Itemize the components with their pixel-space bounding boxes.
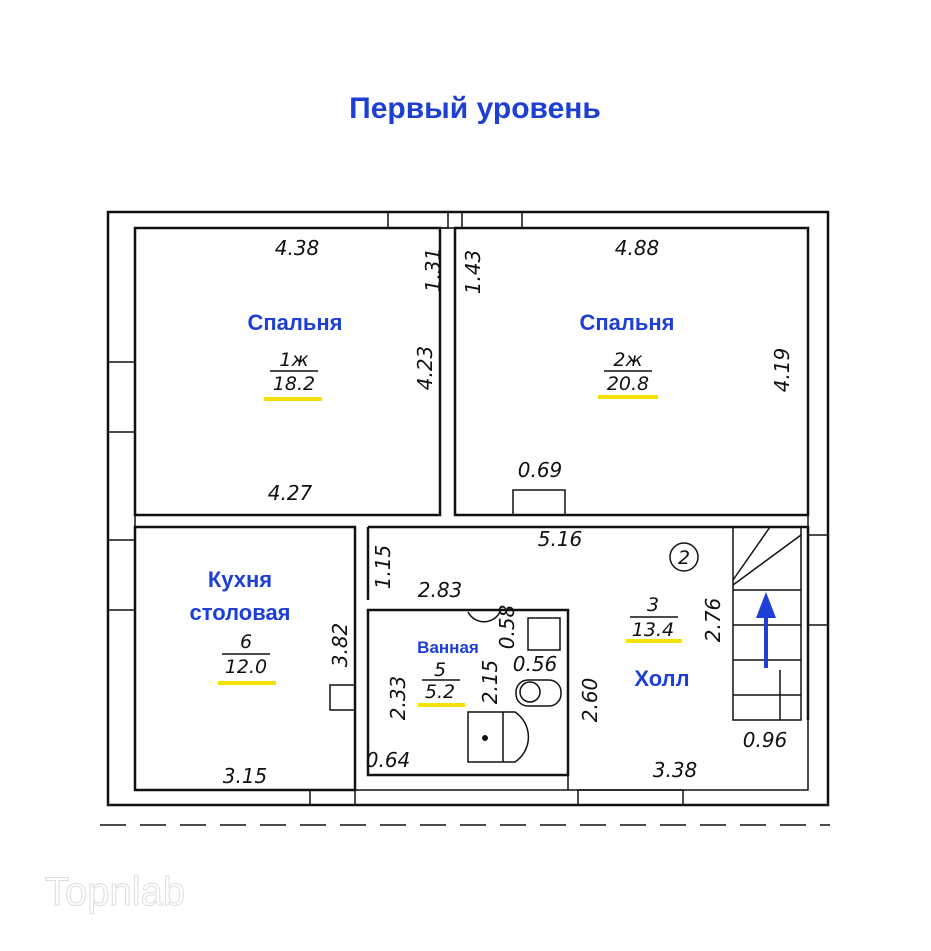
dimension-label: 4.88 [615,236,660,260]
walls [100,210,830,826]
room-bedroom-2: Спальня 2ж 20.8 [579,310,675,399]
room-bathroom: Ванная 5 5.2 [417,638,479,707]
chimney [512,489,566,516]
dimension-label: 0.64 [366,748,411,772]
window [807,534,829,626]
room-name: Холл [634,666,689,691]
dimension-label: 1.31 [421,248,445,293]
watermark-logo: Topnlab [45,870,185,914]
window [461,211,523,229]
dimension-label: 2.15 [478,660,502,705]
room-kitchen: Кухня столовая 6 12.0 [189,567,291,685]
room-name: Спальня [579,310,674,335]
window [387,211,449,229]
window [107,361,136,433]
plan-title: Первый уровень [349,92,601,125]
dimension-label: 3.82 [328,623,352,668]
room-number: 2ж [613,349,642,371]
dimension-label: 1.15 [371,545,395,590]
room-number: 1ж [279,349,308,371]
room-number: 3 [647,594,659,616]
room-hall: 3 13.4 Холл [626,594,690,691]
room-name: Спальня [247,310,342,335]
dimensions: 4.38 4.88 1.31 1.43 4.23 4.19 4.27 0.69 … [223,236,794,788]
room-number: 6 [240,631,252,653]
dimension-label: 3.15 [223,764,268,788]
room-number: 5 [434,659,446,681]
bathtub [467,711,530,763]
dimension-label: 2.60 [578,678,602,723]
dimension-label: 0.69 [518,458,563,482]
level-marker-label: 2 [678,547,690,569]
sink [527,617,561,651]
window [309,789,356,806]
dimension-label: 0.56 [513,652,558,676]
dimension-label: 1.43 [461,250,485,295]
room-bedroom-1: Спальня 1ж 18.2 [247,310,343,401]
window [577,789,684,806]
room-area: 5.2 [425,681,455,703]
room-area: 12.0 [225,656,267,678]
room-name: Кухня [208,567,272,592]
dimension-label: 4.23 [413,346,437,391]
room-area: 13.4 [632,619,674,641]
window [107,539,136,611]
room-name: Ванная [417,638,479,657]
dimension-label: 4.19 [770,348,794,393]
dimension-label: 2.76 [701,598,725,643]
dimension-label: 5.16 [538,527,583,551]
room-area: 20.8 [607,373,649,395]
dimension-label: 0.96 [743,728,788,752]
level-marker: 2 [669,542,699,572]
dimension-label: 0.58 [495,605,519,650]
toilet [519,681,541,703]
vent-shaft [329,684,356,711]
room-area: 18.2 [273,373,315,395]
stair-direction-arrow-icon [756,592,776,668]
dimension-label: 2.83 [418,578,463,602]
dimension-label: 3.38 [653,758,698,782]
dimension-label: 2.33 [386,676,410,721]
room-name: столовая [189,600,290,625]
dimension-label: 4.38 [275,236,320,260]
dimension-label: 4.27 [268,481,313,505]
